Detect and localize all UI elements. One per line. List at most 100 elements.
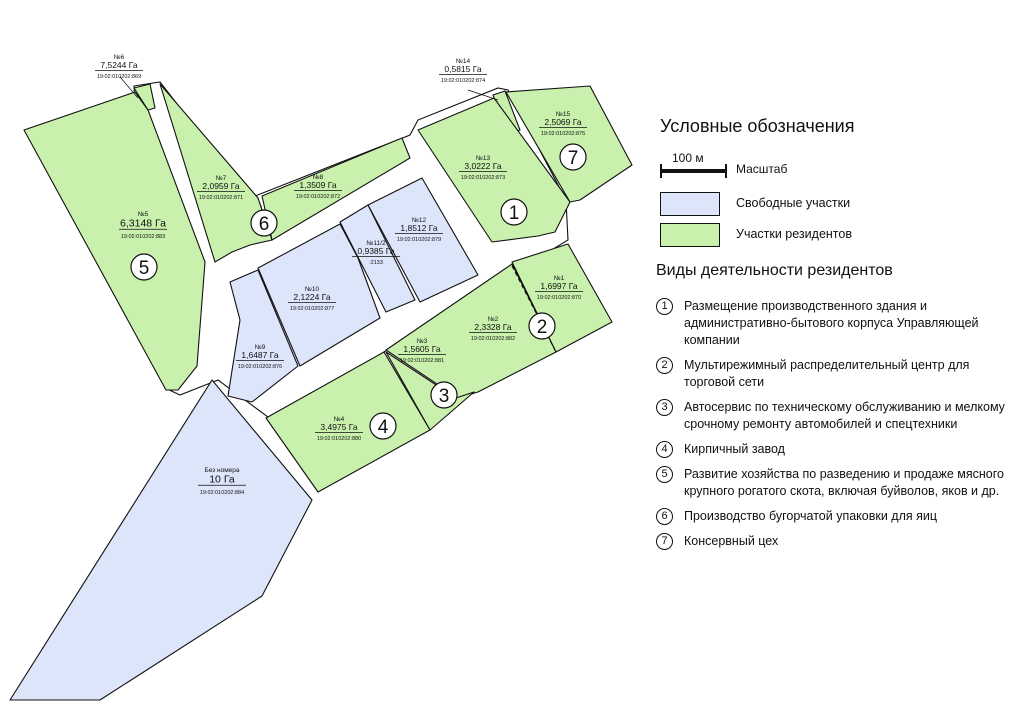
legend-title: Условные обозначения [660,116,855,136]
plot-cadastral-label: 19:02:010202:871 [199,195,243,201]
activity-text: Кирпичный завод [684,442,785,456]
plot-number-label: №13 [476,155,491,162]
activity-item: 7 Консервный цех [656,533,1016,550]
activity-marker-icon [369,412,397,440]
activity-marker-number: 6 [259,214,270,235]
plot-area-label: 6,3148 Га [120,217,166,229]
activity-text: Производство бугорчатой упаковки для яиц [684,509,938,523]
plot-area-label: 2,1224 Га [293,292,330,302]
plot-15[interactable] [505,85,633,203]
activity-item: 5 Развитие хозяйства по разведению и прод… [656,466,1016,500]
plot-number-label: №8 [313,174,324,181]
activity-marker-number: 7 [568,148,579,169]
activity-marker-icon [559,143,587,171]
plot-5[interactable] [23,91,206,391]
plot-cadastral-label: 19:02:010202:873 [461,175,505,181]
scale-bar [660,169,726,173]
plot-cadastral-label: 19:02:010202:869 [97,74,141,80]
plot-cadastral-label: :2133 [369,260,383,266]
activity-marker-number: 2 [537,317,548,338]
plot-area-label: 3,0222 Га [464,161,501,171]
plot-number-label: №5 [138,211,149,218]
plot-number-label: Без номера [204,467,239,474]
activity-number-icon: 7 [656,533,673,550]
plot-area-label: 2,3328 Га [474,322,511,332]
resident-plot-label: Участки резидентов [736,227,852,241]
plot-area-label: 1,6997 Га [540,281,577,291]
plot-cadastral-label: 19:02:010202:883 [121,234,165,240]
scale-value: 100 м [672,151,704,165]
plot-number-label: №10 [305,286,320,293]
plot-cadastral-label: 19:02:010202:881 [400,358,444,364]
plot-cadastral-label: 19:02:010202:872 [296,194,340,200]
plot-12[interactable] [367,177,479,303]
plot-9[interactable] [227,269,299,403]
activity-marker-number: 5 [139,258,150,279]
leader-line [119,76,139,99]
plot-number-label: №14 [456,58,471,65]
plot-number-label: №6 [114,54,125,61]
plot-cadastral-label: 19:02:010202:882 [471,336,515,342]
plot-unnumbered[interactable] [9,379,313,701]
leader-line [467,89,499,101]
activity-marker-number: 4 [378,417,389,438]
plot-area-label: 10 Га [209,473,235,485]
plot-area-label: 2,0959 Га [202,181,239,191]
plot-cadastral-label: 19:02:010202:880 [317,436,361,442]
plot-area-label: 0,9385 Га [357,246,394,256]
plot-area-label: 7,5244 Га [100,60,137,70]
plot-number-label: №1 [554,275,565,282]
activity-marker-number: 3 [439,386,450,407]
plot-number-label: №2 [488,316,499,323]
plot-boundary-dashed [257,197,265,215]
resident-plot-swatch [660,223,720,247]
scale-label: Масштаб [736,162,788,176]
activity-marker-icon [500,198,528,226]
activity-number-icon: 2 [656,357,673,374]
free-plot-label: Свободные участки [736,196,851,210]
plot-4[interactable] [265,351,431,493]
activity-text: Развитие хозяйства по разведению и прода… [684,467,1004,498]
plot-cadastral-label: 19:02:010202:876 [238,364,282,370]
activity-item: 2 Мультирежимный распределительный центр … [656,357,1016,391]
plot-cadastral-label: 19:02:010202:884 [200,490,244,496]
plot-cadastral-label: 19:02:010202:875 [541,131,585,137]
plot-cadastral-label: 19:02:010202:874 [441,78,485,84]
plot-area-label: 1,6487 Га [241,350,278,360]
activities-list: 1 Размещение производственного здания и а… [656,298,1016,558]
plot-number-label: №15 [556,111,571,118]
plot-cadastral-label: 19:02:010202:870 [537,295,581,301]
plot-11-2[interactable] [339,204,416,313]
plot-area-label: 1,8512 Га [400,223,437,233]
activity-text: Размещение производственного здания и ад… [684,299,979,347]
free-plot-swatch [660,192,720,216]
plot-3[interactable] [385,351,475,431]
activity-item: 4 Кирпичный завод [656,441,1016,458]
plot-cadastral-label: 19:02:010202:879 [397,237,441,243]
plot-10[interactable] [257,223,381,367]
scale-tick [725,164,727,178]
activities-title: Виды деятельности резидентов [656,262,893,279]
plot-area-label: 1,3509 Га [299,180,336,190]
plot-cadastral-label: 19:02:010202:877 [290,306,334,312]
activity-text: Консервный цех [684,534,779,548]
activity-text: Мультирежимный распределительный центр д… [684,358,970,389]
plot-number-label: №4 [334,416,345,423]
activity-marker-number: 1 [509,203,520,224]
plot-number-label: №9 [255,344,266,351]
plot-number-label: №7 [216,175,227,182]
activity-number-icon: 4 [656,441,673,458]
activity-marker-icon [130,253,158,281]
plot-number-label: №3 [417,338,428,345]
plot-area-label: 2,5069 Га [544,117,581,127]
plot-13[interactable] [417,97,571,243]
activity-number-icon: 6 [656,508,673,525]
activity-number-icon: 1 [656,298,673,315]
plot-number-label: №11/2 [366,240,386,247]
activity-item: 6 Производство бугорчатой упаковки для яи… [656,508,1016,525]
activity-number-icon: 5 [656,466,673,483]
plot-number-label: №12 [412,217,427,224]
activity-item: 1 Размещение производственного здания и а… [656,298,1016,349]
